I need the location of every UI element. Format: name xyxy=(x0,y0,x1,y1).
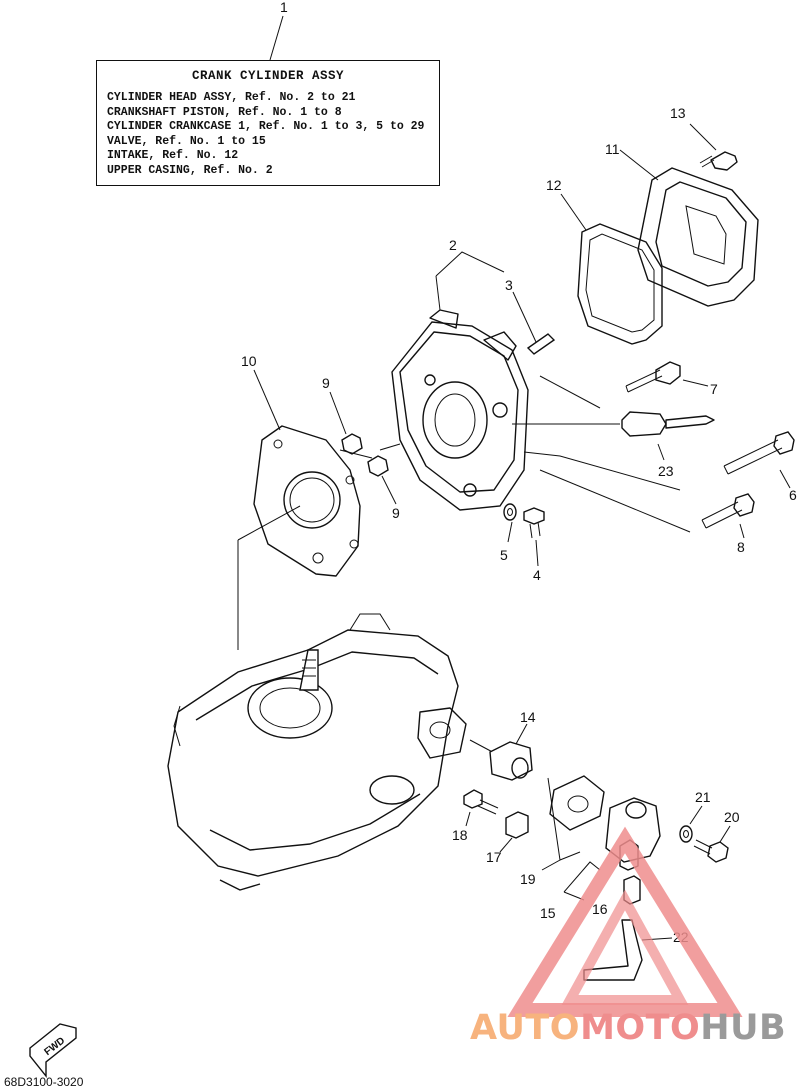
svg-text:21: 21 xyxy=(695,789,711,805)
svg-text:3: 3 xyxy=(505,277,513,293)
legend-line: VALVE, Ref. No. 1 to 15 xyxy=(107,134,266,148)
part-19-gasket: 19 xyxy=(520,775,605,887)
svg-text:7: 7 xyxy=(710,381,718,397)
part-4-bolt: 4 xyxy=(523,507,545,583)
svg-text:15: 15 xyxy=(540,905,556,921)
part-6-bolt: 6 xyxy=(523,431,797,503)
part-2-cylinder-head: 2 xyxy=(391,237,529,511)
svg-text:8: 8 xyxy=(737,539,745,555)
svg-text:11: 11 xyxy=(605,141,620,157)
svg-text:14: 14 xyxy=(520,709,536,725)
part-12-gasket: 12 xyxy=(546,177,663,345)
watermark-part-auto: AUTO xyxy=(470,1008,581,1048)
part-18-bolt: 18 xyxy=(452,789,499,843)
svg-text:9: 9 xyxy=(322,375,330,391)
drawing-code: 68D3100-3020 xyxy=(4,1075,84,1089)
svg-text:23: 23 xyxy=(658,463,674,479)
part-9-dowel-upper: 9 xyxy=(322,375,363,455)
callout-1: 1 xyxy=(269,0,288,61)
watermark-logo xyxy=(507,826,743,1017)
legend-line: CYLINDER HEAD ASSY, Ref. No. 2 to 21 xyxy=(107,91,356,104)
legend-title: CRANK CYLINDER ASSY xyxy=(191,69,345,83)
legend-line: CRANKSHAFT PISTON, Ref. No. 1 to 8 xyxy=(107,105,342,119)
svg-text:1: 1 xyxy=(280,0,288,15)
svg-text:18: 18 xyxy=(452,827,468,843)
svg-text:4: 4 xyxy=(533,567,541,583)
svg-text:17: 17 xyxy=(486,849,502,865)
part-21-washer: 21 xyxy=(679,789,711,843)
svg-text:2: 2 xyxy=(449,237,457,253)
svg-text:6: 6 xyxy=(789,487,797,503)
part-23-spark-plug: 23 xyxy=(512,411,715,479)
watermark-text: AUTOMOTOHUB xyxy=(470,1010,800,1046)
part-7-bolt: 7 xyxy=(539,361,718,409)
part-9-dowel-lower: 9 xyxy=(367,455,400,521)
svg-text:13: 13 xyxy=(670,105,686,121)
svg-text:5: 5 xyxy=(500,547,508,563)
part-3-dowel-pin: 3 xyxy=(505,277,556,355)
fwd-arrow: FWD xyxy=(29,1023,77,1078)
legend-line: UPPER CASING, Ref. No. 2 xyxy=(107,163,273,177)
svg-text:20: 20 xyxy=(724,809,740,825)
part-13-bolt: 13 xyxy=(670,105,738,171)
svg-text:10: 10 xyxy=(241,353,257,369)
crankcase-block xyxy=(167,613,501,891)
watermark-part-hub: HUB xyxy=(700,1008,787,1048)
part-11-cover: 11 xyxy=(605,141,759,307)
watermark-part-moto: MOTO xyxy=(580,1008,701,1048)
svg-text:9: 9 xyxy=(392,505,400,521)
legend-line: CYLINDER CRANKCASE 1, Ref. No. 1 to 3, 5… xyxy=(107,120,425,133)
part-5-washer: 5 xyxy=(500,503,517,563)
part-10-head-gasket: 10 xyxy=(237,353,401,650)
svg-text:19: 19 xyxy=(520,871,536,887)
part-20-bolt: 20 xyxy=(693,809,740,863)
legend-line: INTAKE, Ref. No. 12 xyxy=(107,149,239,162)
part-17-collar: 17 xyxy=(486,811,529,865)
legend-box: CRANK CYLINDER ASSY CYLINDER HEAD ASSY, … xyxy=(96,60,440,186)
svg-text:16: 16 xyxy=(592,901,608,917)
part-14-fitting: 14 xyxy=(489,709,536,781)
svg-text:12: 12 xyxy=(546,177,562,193)
part-8-bolt: 8 xyxy=(539,469,755,555)
